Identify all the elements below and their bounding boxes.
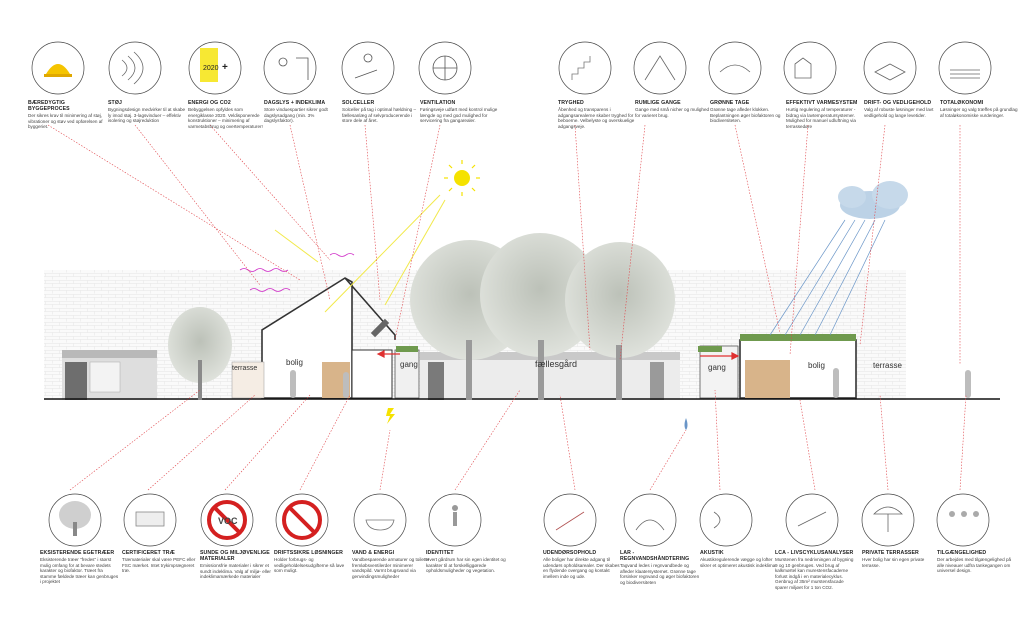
bottom-icon-circles [48,493,990,547]
label-bolig-right: bolig [808,361,825,370]
rain-lines [769,219,886,336]
rain-cloud [838,181,908,219]
umbrella-terrace-icon [873,506,903,532]
construction-helmet-icon [44,64,72,77]
money-stack-icon [950,69,980,79]
existing-trees [168,233,675,400]
no-voc-icon: VOC [207,500,247,540]
safety-stairs-icon [571,56,591,80]
people-silhouettes [290,368,971,398]
heating-system-icon [794,57,812,79]
right-house-section [698,334,857,399]
certified-wood-icon [135,511,165,527]
no-tools-icon [282,500,322,540]
accessibility-people-icon [949,511,979,517]
label-gang-right: gang [708,363,726,372]
label-terrasse-left: terrasse [232,365,257,372]
acoustics-icon [713,511,721,529]
energy-2020-icon: 2020+ [200,48,228,82]
corridor-icon [644,55,676,81]
noise-icon [121,51,144,85]
svg-text:VOC: VOC [218,516,238,526]
sun [454,170,470,186]
label-faellesgard: fællesgård [535,359,577,369]
daylight-icon [278,57,309,80]
left-building [62,350,157,400]
top-leader-lines [47,124,961,365]
identity-person-icon [452,505,458,526]
maintenance-book-icon [874,63,906,81]
sun-rays [444,160,480,196]
brick-recycling-icon [797,511,827,527]
bottom-leader-lines [69,389,967,491]
svg-text:+: + [222,62,228,73]
sunlight-lines [274,194,446,313]
label-bolig-left: bolig [286,358,303,367]
water-drop [684,418,688,430]
power-bolt [386,408,395,424]
airflow-arrows [376,350,740,360]
svg-text:2020: 2020 [203,65,219,72]
green-roof-icon [719,64,751,73]
outdoor-terrace-icon [555,511,585,531]
solar-panel-icon [354,53,378,79]
rainwater-icon [635,519,665,531]
label-gang-left: gang [400,360,418,369]
ventilation-fan-icon [432,55,458,81]
label-terrasse-right: terrasse [873,361,902,370]
top-icon-circles [31,41,992,95]
sink-icon [365,519,395,531]
oak-tree-icon [59,501,91,536]
